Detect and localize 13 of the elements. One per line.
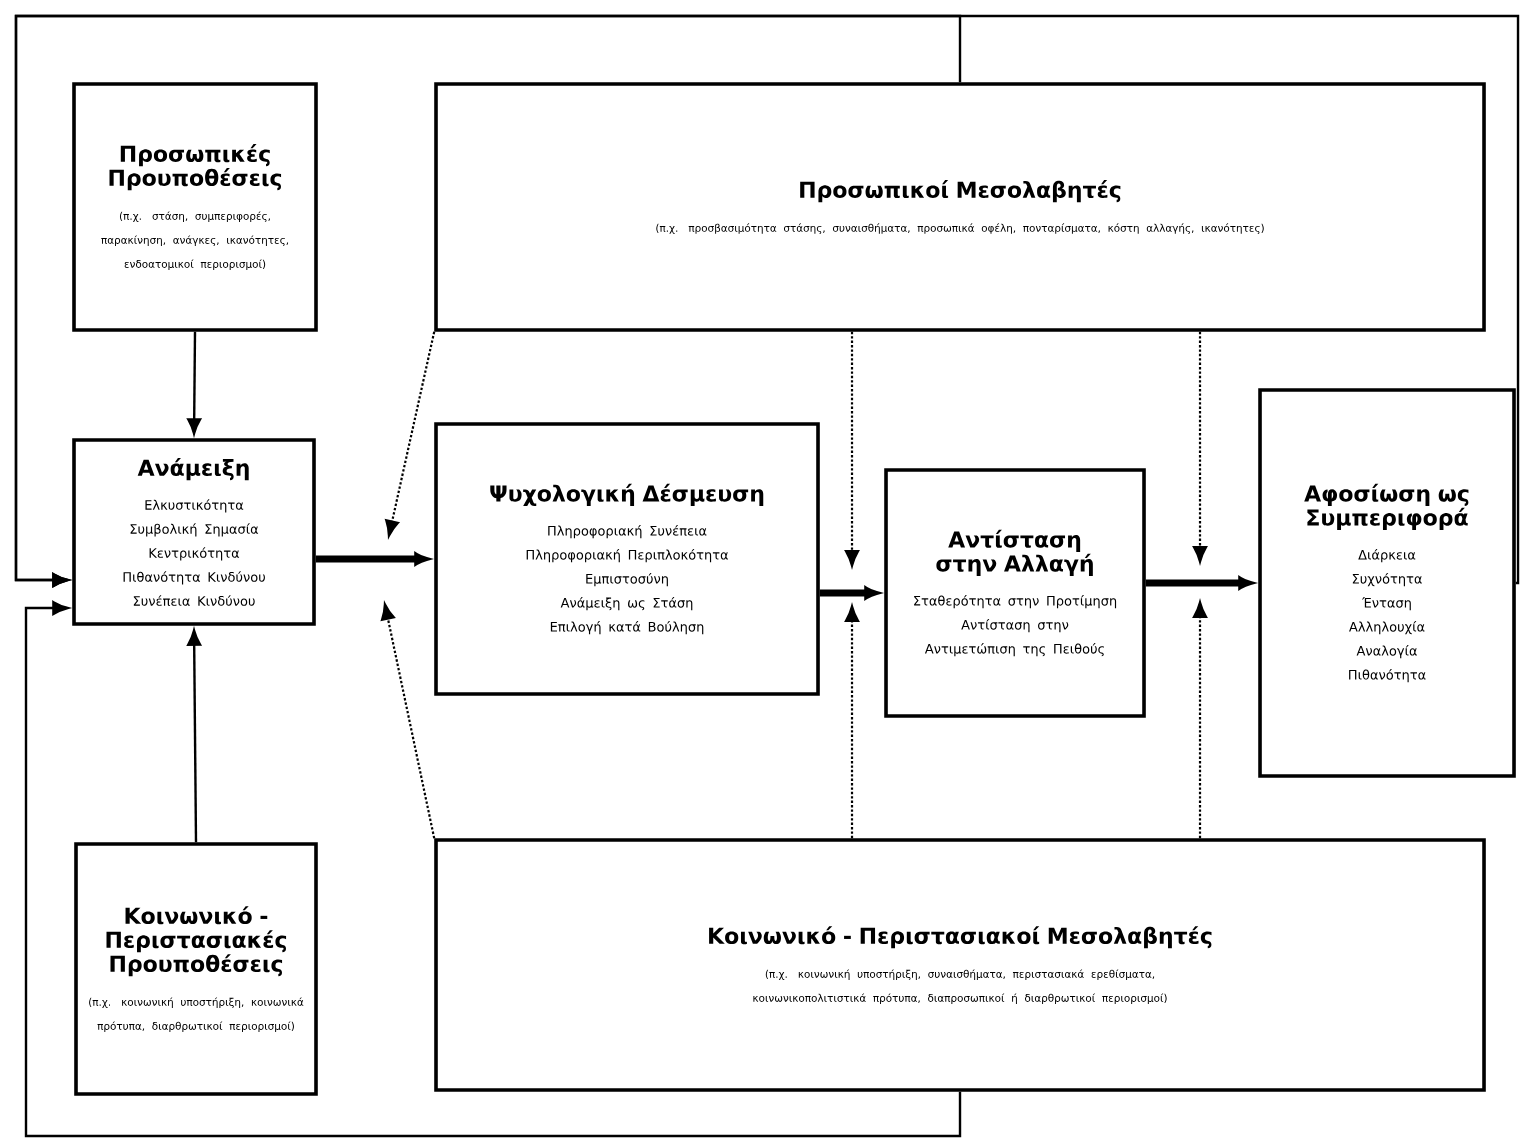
dotted-arrow [1192, 331, 1208, 563]
arrow [187, 331, 202, 435]
arrow [1145, 576, 1253, 590]
dotted-arrow [844, 605, 860, 839]
dotted-arrow [844, 331, 860, 567]
dotted-arrow [1192, 601, 1208, 839]
dotted-arrow [380, 603, 436, 839]
arrow [819, 586, 879, 600]
dotted-arrow [385, 331, 436, 537]
arrow [24, 600, 962, 1138]
arrow [315, 552, 429, 566]
arrow [14, 14, 1520, 588]
arrow [187, 629, 202, 843]
